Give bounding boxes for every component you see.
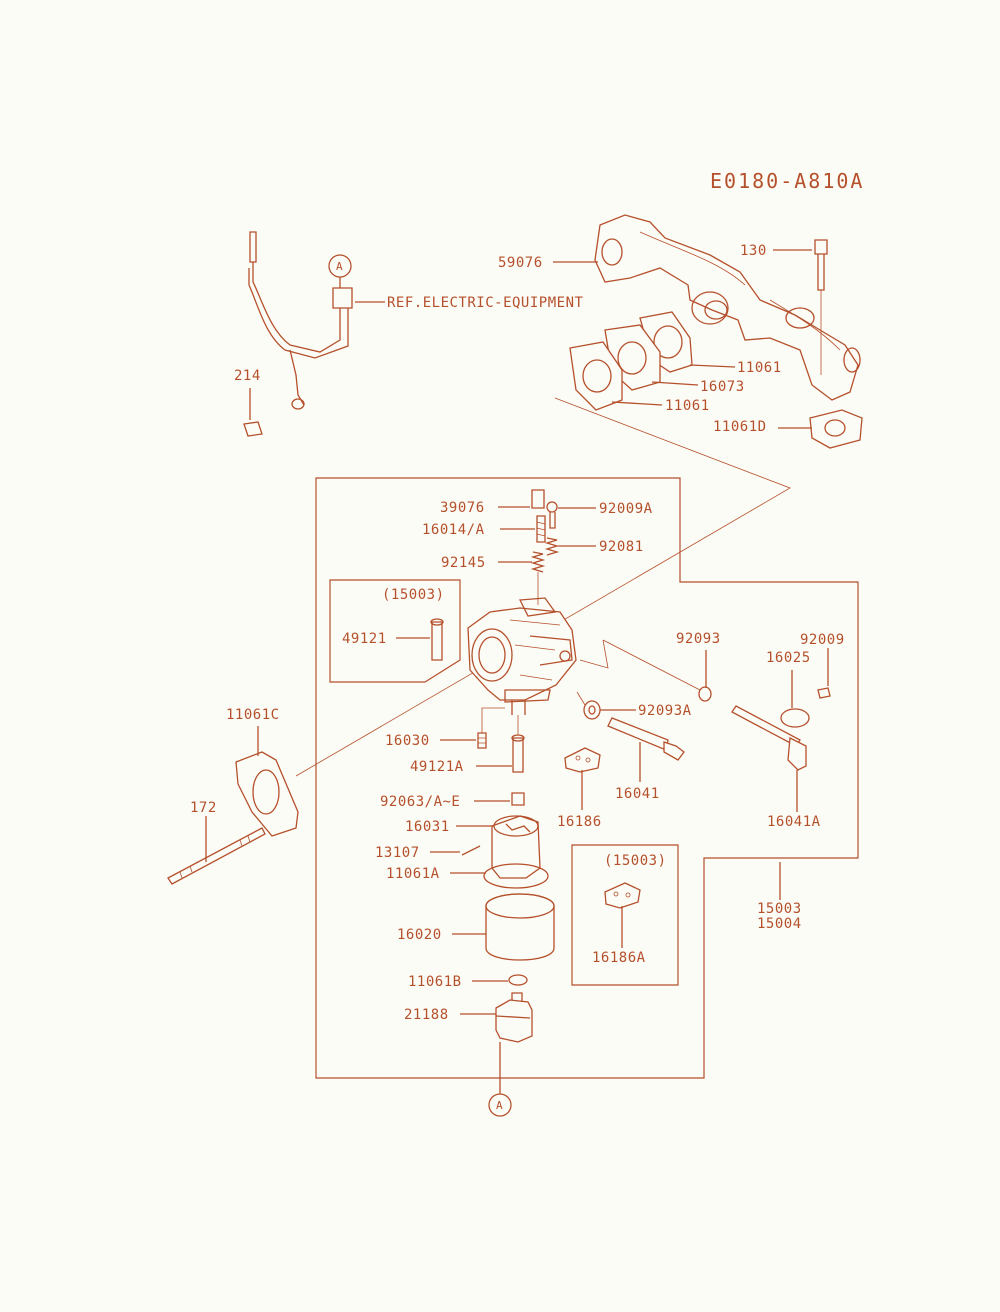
callout-92081: 92081 xyxy=(599,539,644,555)
throttle-shaft-16041a xyxy=(731,705,807,771)
callout-49121: 49121 xyxy=(342,631,387,647)
callout-11061-a: 11061 xyxy=(737,360,782,376)
callout-39076: 39076 xyxy=(440,500,485,516)
callout-16186a: 16186A xyxy=(592,950,646,966)
pin-13107 xyxy=(461,845,481,856)
screw-92009 xyxy=(817,687,831,699)
callout-16030: 16030 xyxy=(385,733,430,749)
sub-assembly-box-2 xyxy=(571,844,679,986)
callout-11061d: 11061D xyxy=(713,419,767,435)
callout-11061b: 11061B xyxy=(408,974,462,990)
callout-16073: 16073 xyxy=(700,379,745,395)
pilot-jet-16014 xyxy=(536,515,546,543)
callout-92009: 92009 xyxy=(800,632,845,648)
callout-16041: 16041 xyxy=(615,786,660,802)
assembly-number-15004: 15004 xyxy=(757,916,802,932)
sub-assembly-label-2: (15003) xyxy=(604,853,667,869)
callout-92145: 92145 xyxy=(441,555,486,571)
drain-bolt-21188 xyxy=(495,992,533,1043)
callout-11061a: 11061A xyxy=(386,866,440,882)
bolt-130 xyxy=(814,239,828,375)
valve-16186 xyxy=(564,747,601,773)
washer-92093 xyxy=(698,686,712,702)
callout-16014a: 16014/A xyxy=(422,522,485,538)
part-39076 xyxy=(531,489,545,509)
ref-electric-equipment: REF.ELECTRIC-EQUIPMENT xyxy=(387,295,584,311)
screw-214 xyxy=(243,421,263,437)
jet-92063 xyxy=(511,792,525,806)
ref-marker-top: A xyxy=(328,254,352,278)
callout-49121a: 49121A xyxy=(410,759,464,775)
callout-92093: 92093 xyxy=(676,631,721,647)
float-bowl-16020 xyxy=(485,893,555,961)
ref-marker-top-label: A xyxy=(336,260,343,273)
sub-assembly-label-1: (15003) xyxy=(382,587,445,603)
callout-21188: 21188 xyxy=(404,1007,449,1023)
stud-bolt-172 xyxy=(167,827,266,885)
ref-marker-bottom: A xyxy=(488,1093,512,1117)
washer-92093a xyxy=(583,700,601,720)
callout-16186: 16186 xyxy=(557,814,602,830)
valve-16186a xyxy=(604,882,641,909)
gasket-11061c xyxy=(235,751,299,837)
callout-11061c: 11061C xyxy=(226,707,280,723)
callout-59076: 59076 xyxy=(498,255,543,271)
callout-16031: 16031 xyxy=(405,819,450,835)
callout-92009a: 92009A xyxy=(599,501,653,517)
valve-16025 xyxy=(780,708,810,728)
callout-130: 130 xyxy=(740,243,767,259)
choke-shaft-16041 xyxy=(607,717,685,761)
fuel-cut-solenoid-wire xyxy=(248,231,353,410)
float-16031 xyxy=(491,815,541,879)
callout-16041a: 16041A xyxy=(767,814,821,830)
callout-13107: 13107 xyxy=(375,845,420,861)
ref-marker-bottom-label: A xyxy=(496,1099,503,1112)
pin-49121a xyxy=(511,734,525,773)
diagram-code: E0180-A810A xyxy=(710,169,864,193)
spring-92145 xyxy=(530,551,546,605)
gasket-11061d xyxy=(809,409,863,449)
sub-assembly-box-1 xyxy=(329,579,461,683)
assembly-number-15003: 15003 xyxy=(757,901,802,917)
carburetor-body xyxy=(467,597,577,715)
spring-92081 xyxy=(544,537,560,556)
callout-16025: 16025 xyxy=(766,650,811,666)
jet-16030 xyxy=(477,732,487,749)
o-ring-11061a xyxy=(483,863,549,889)
callout-16020: 16020 xyxy=(397,927,442,943)
callout-214: 214 xyxy=(234,368,261,384)
exhaust-manifold xyxy=(594,214,861,401)
pin-49121 xyxy=(430,618,444,661)
screw-92009a xyxy=(546,501,558,529)
washer-11061b xyxy=(508,974,528,986)
carburetor-assembly-frame xyxy=(315,477,859,1079)
callout-92093a: 92093A xyxy=(638,703,692,719)
callout-172: 172 xyxy=(190,800,217,816)
gasket-11061-lower xyxy=(569,341,623,411)
callout-11061-b: 11061 xyxy=(665,398,710,414)
callout-92063: 92063/A~E xyxy=(380,794,460,810)
